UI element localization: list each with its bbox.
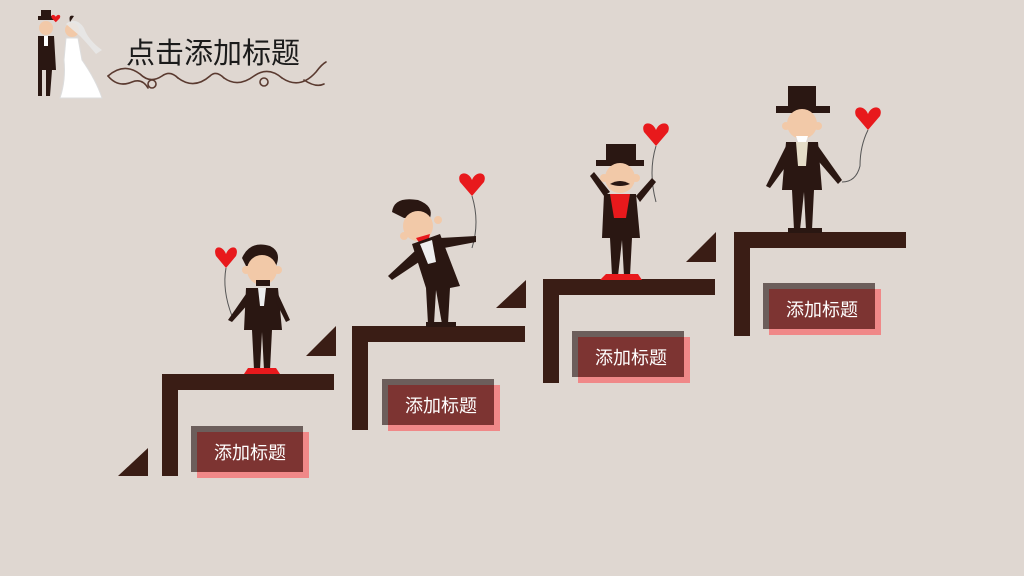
- ornament-flourish: [107, 61, 327, 89]
- step-2-label: 添加标题: [388, 385, 494, 425]
- step-4-label: 添加标题: [769, 289, 875, 329]
- step-4-label-box[interactable]: 添加标题: [763, 283, 881, 335]
- step-3-label-box[interactable]: 添加标题: [572, 331, 690, 383]
- gentleman-figure-2: [388, 173, 485, 327]
- step-3-label: 添加标题: [578, 337, 684, 377]
- gentleman-figure-3: [590, 123, 669, 280]
- wedding-couple-logo: [38, 10, 103, 99]
- step-1-label-box[interactable]: 添加标题: [191, 426, 309, 478]
- gentleman-figure-4: [766, 86, 881, 233]
- step-2-label-box[interactable]: 添加标题: [382, 379, 500, 431]
- gentleman-figure-1: [215, 244, 290, 374]
- page-title: 点击添加标题: [126, 36, 301, 70]
- step-1-label: 添加标题: [197, 432, 303, 472]
